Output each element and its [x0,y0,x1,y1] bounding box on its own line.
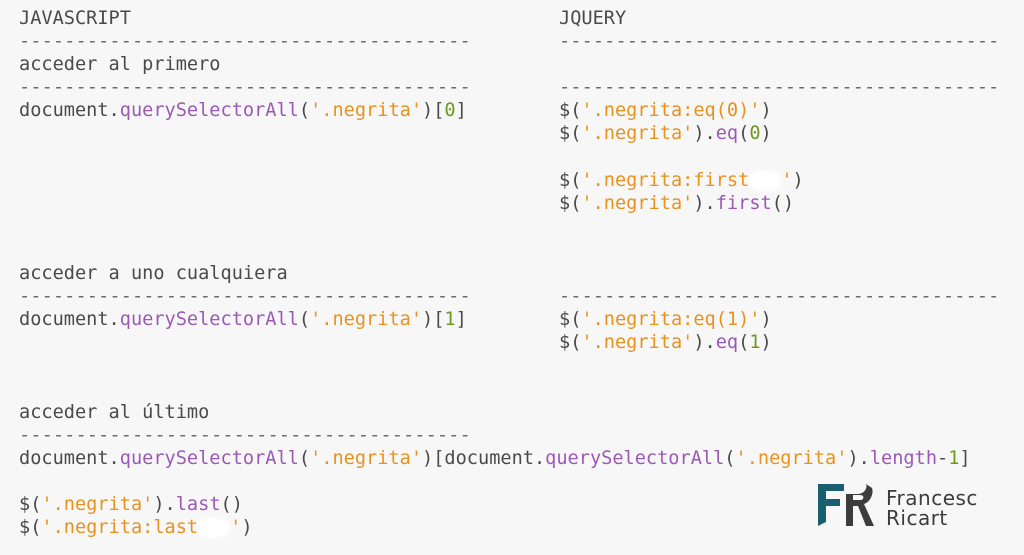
code-token-plain: ) [760,309,772,330]
code-token-method: eq [715,123,739,144]
code-token-plain: ) [241,517,253,538]
code-token-plain: ( [298,100,311,121]
code-token-number: 1 [948,448,960,469]
code-token-plain: ( [738,332,750,353]
code-line-jquery-first-method: $('.negrita').first() [559,192,794,215]
code-token-plain: ). [693,193,716,214]
code-token-plain: ] [455,309,467,330]
code-token-plain: ) [760,100,772,121]
code-token-string: '.negrita:eq(0)' [581,100,761,121]
section-heading-any: acceder a uno cualquiera [19,263,288,284]
code-line-jquery-eq-method: $('.negrita').eq(0) [559,122,772,145]
section-heading-first: acceder al primero [19,54,221,75]
divider-left: ---------------------------------------- [19,286,471,307]
code-token-number: 0 [749,123,761,144]
code-token-number: 1 [749,332,761,353]
code-token-plain: $( [559,193,582,214]
section-heading-last: acceder al último [19,402,210,423]
code-token-method: querySelectorAll [545,448,725,469]
code-token-number: 1 [444,309,456,330]
jquery-column-title: JQUERY [559,8,627,29]
code-token-plain: $( [559,332,582,353]
code-token-plain: ). [693,332,716,353]
code-token-string: '.negrita' [581,123,694,144]
logo-line-1: Francesc [886,486,978,510]
smudge-mark [749,170,782,191]
code-token-plain: () [771,193,795,214]
code-token-string: '.negrita' [735,448,848,469]
code-line-jquery-eq1-method: $('.negrita').eq(1) [559,331,772,354]
code-token-method: eq [715,332,739,353]
code-token-string: '.negrita' [310,448,423,469]
code-token-plain: $( [559,170,582,191]
javascript-column-title: JAVASCRIPT [19,8,131,29]
code-line-js-first: document.querySelectorAll('.negrita')[0] [19,99,467,122]
code-token-string: ' [230,517,242,538]
code-line-jquery-last-selector: $('.negrita:last ') [19,516,253,539]
code-token-plain: ). [847,448,870,469]
divider-right: --------------------------------------- [559,77,1000,98]
code-token-string: '.negrita:last [41,517,199,538]
code-token-method: first [715,193,772,214]
code-line-js-last: document.querySelectorAll('.negrita')[do… [19,447,971,470]
smudge-mark [198,517,231,538]
divider-left: ---------------------------------------- [19,77,471,98]
code-token-plain: ) [792,170,804,191]
code-token-string: '.negrita' [310,100,423,121]
code-token-method: querySelectorAll [119,100,299,121]
code-token-plain: $( [559,100,582,121]
code-token-plain: () [220,494,243,515]
code-token-plain: )[ [422,309,445,330]
code-token-method: querySelectorAll [119,448,299,469]
fr-monogram-icon [818,484,874,526]
code-token-method: last [175,494,221,515]
logo-line-2: Ricart [886,506,948,530]
code-token-plain: $( [19,494,42,515]
divider-left: ---------------------------------------- [19,31,471,52]
code-token-string: '.negrita' [310,309,423,330]
code-token-plain: document. [19,100,120,121]
code-token-plain: $( [559,309,582,330]
code-token-string: ' [781,170,793,191]
code-line-jquery-first-selector: $('.negrita:first ') [559,169,804,192]
code-token-number: 0 [444,100,456,121]
code-token-method: querySelectorAll [119,309,299,330]
code-token-plain: ) [760,332,772,353]
code-token-plain: $( [559,123,582,144]
code-token-plain: ] [455,100,467,121]
code-token-plain: )[document. [422,448,546,469]
code-token-plain: )[ [422,100,445,121]
divider-right: --------------------------------------- [559,286,1000,307]
code-token-plain: ). [153,494,176,515]
code-token-plain: - [937,448,949,469]
code-token-plain: document. [19,309,120,330]
code-token-plain: document. [19,448,120,469]
code-token-string: '.negrita' [41,494,154,515]
code-token-plain: ) [760,123,772,144]
code-token-method: length [869,448,938,469]
code-line-js-any: document.querySelectorAll('.negrita')[1] [19,308,467,331]
divider-right: --------------------------------------- [559,31,1000,52]
francesc-ricart-logo: Francesc Ricart [818,484,988,529]
code-token-plain: $( [19,517,42,538]
code-token-plain: ( [298,448,311,469]
code-token-string: '.negrita' [581,332,694,353]
code-token-plain: ). [693,123,716,144]
code-token-plain: ( [724,448,736,469]
code-token-string: '.negrita:eq(1)' [581,309,761,330]
code-token-plain: ( [298,309,311,330]
code-line-jquery-last-method: $('.negrita').last() [19,493,243,516]
code-line-jquery-eq1-selector: $('.negrita:eq(1)') [559,308,772,331]
divider-left: ---------------------------------------- [19,425,471,446]
code-token-plain: ] [959,448,971,469]
code-token-plain: ( [738,123,750,144]
code-token-string: '.negrita' [581,193,694,214]
logo-wordmark: Francesc Ricart [886,488,978,528]
code-token-string: '.negrita:first [581,170,750,191]
code-line-jquery-eq-selector: $('.negrita:eq(0)') [559,99,772,122]
